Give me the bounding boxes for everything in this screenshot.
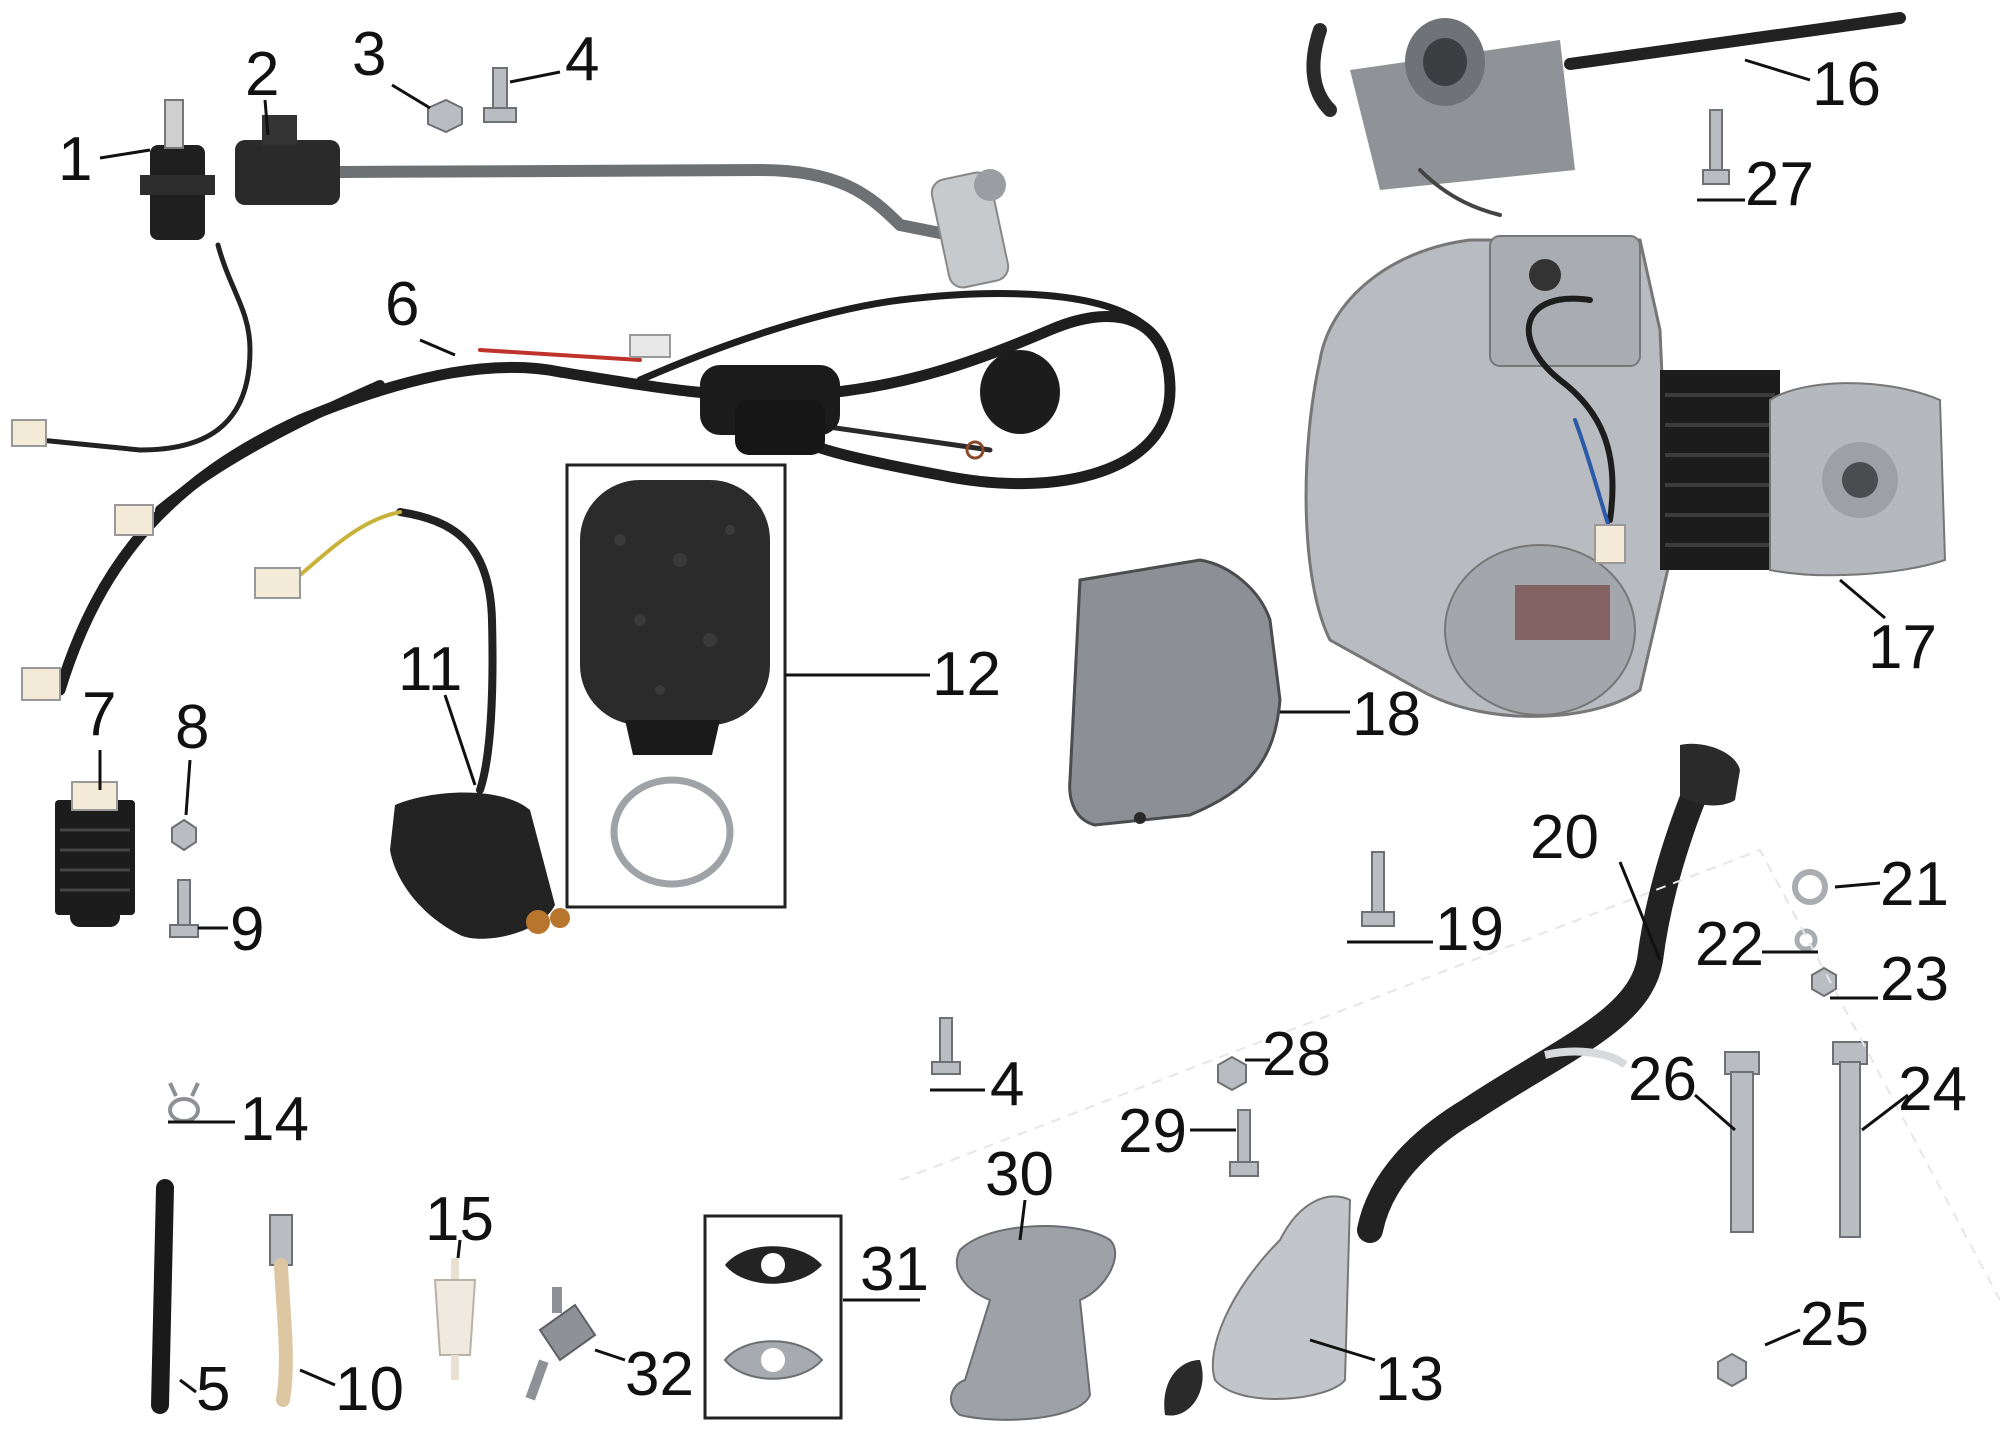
nut-part-8: [171, 818, 197, 852]
callout-1: 1: [58, 125, 92, 194]
callout-20: 20: [1530, 803, 1599, 872]
callout-15: 15: [425, 1185, 494, 1254]
exhaust-pipe-part: [1164, 743, 1740, 1416]
bolt-part-29: [1229, 1109, 1259, 1177]
callout-16: 16: [1812, 50, 1881, 119]
fuel-line-part: [269, 1214, 293, 1407]
callout-25: 25: [1800, 1290, 1869, 1359]
callout-2: 2: [245, 40, 279, 109]
callout-13: 13: [1375, 1345, 1444, 1414]
gaskets-part: [703, 1214, 843, 1420]
callout-19: 19: [1435, 895, 1504, 964]
bolt-part-27: [1702, 109, 1730, 185]
washer-part-21: [1792, 869, 1828, 905]
ignition-switch-part: [11, 99, 253, 453]
callout-32: 32: [625, 1340, 694, 1409]
callout-numbers: 1 2 3 4 6 7 8 9 11 12 13 14 5 10 15 16 2…: [58, 20, 1967, 1424]
long-bolt-part-24: [1832, 1041, 1868, 1238]
leader-lines: [98, 58, 1909, 1394]
nut-part-23: [1811, 966, 1837, 998]
side-cover-part: [1068, 558, 1282, 827]
bolt-part-9: [169, 879, 199, 938]
callout-6: 6: [385, 270, 419, 339]
callout-24: 24: [1898, 1055, 1967, 1124]
callout-30: 30: [985, 1140, 1054, 1209]
callout-4-lower: 4: [990, 1050, 1024, 1119]
engine-part: [1304, 235, 1947, 718]
callout-18: 18: [1352, 680, 1421, 749]
callout-27: 27: [1745, 150, 1814, 219]
callout-21: 21: [1880, 850, 1949, 919]
callout-5: 5: [196, 1355, 230, 1424]
nut-part-25: [1717, 1352, 1747, 1388]
ignition-coil-part: [235, 115, 1010, 289]
callout-12: 12: [932, 640, 1001, 709]
wiring-harness-part: [21, 290, 1176, 701]
callout-31: 31: [860, 1235, 929, 1304]
callout-22: 22: [1695, 910, 1764, 979]
background-frame: [899, 848, 2001, 1301]
washer-part-22: [1794, 928, 1818, 952]
bolt-part-19: [1361, 851, 1395, 927]
starter-relay-part: [254, 508, 570, 939]
bolt-part-4-lower: [931, 1017, 961, 1075]
intake-manifold-part: [950, 1225, 1117, 1421]
callout-11: 11: [398, 635, 462, 704]
nut-part-28: [1217, 1055, 1247, 1092]
bolt-part-4-top: [483, 67, 517, 123]
callout-26: 26: [1628, 1045, 1697, 1114]
fuel-filter-part: [433, 1258, 477, 1380]
callout-9: 9: [230, 895, 264, 964]
regulator-part: [55, 781, 135, 927]
callout-23: 23: [1880, 945, 1949, 1014]
callout-17: 17: [1868, 613, 1937, 682]
callout-10: 10: [335, 1355, 404, 1424]
callout-8: 8: [175, 693, 209, 762]
air-filter-part: [565, 463, 787, 909]
callout-4-top: 4: [565, 25, 599, 94]
nut-part-3: [427, 98, 463, 134]
callout-3: 3: [352, 20, 386, 89]
callout-7: 7: [82, 680, 116, 749]
callout-14: 14: [240, 1085, 309, 1154]
fuel-tap-part: [525, 1287, 597, 1401]
cover-bolt-hole: [1134, 812, 1146, 824]
callout-28: 28: [1262, 1020, 1331, 1089]
long-bolt-part-26: [1724, 1051, 1760, 1233]
carburetor-part: [1306, 12, 1906, 217]
fuel-hose-part: [151, 1179, 174, 1414]
callout-29: 29: [1118, 1097, 1187, 1166]
